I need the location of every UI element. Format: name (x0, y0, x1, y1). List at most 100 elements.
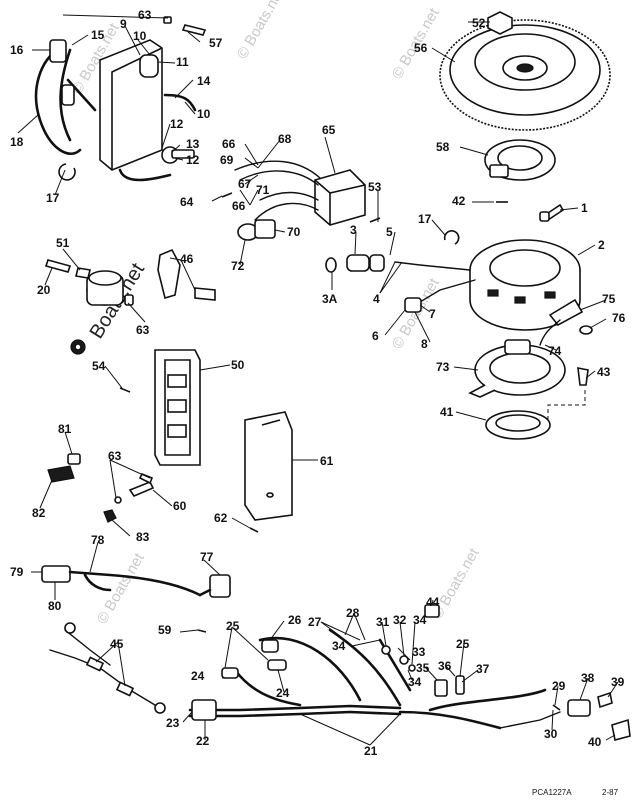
callout-83: 83 (136, 530, 150, 544)
callout-46: 46 (180, 252, 194, 266)
callout-29: 29 (552, 679, 566, 693)
callout-10: 10 (133, 29, 147, 43)
callout-7: 7 (429, 307, 436, 321)
callout-58: 58 (436, 140, 450, 154)
lead-wires (49, 622, 166, 714)
callout-43: 43 (597, 365, 611, 379)
callout-36: 36 (438, 659, 452, 673)
callout-33: 33 (412, 645, 426, 659)
callout-37: 37 (476, 662, 490, 676)
watermark: © Boats.net (234, 0, 288, 62)
callout-68: 68 (278, 132, 292, 146)
callout-34: 34 (413, 613, 427, 627)
callout-13: 13 (186, 137, 200, 151)
coil-cover (244, 411, 293, 521)
callout-63: 63 (136, 323, 150, 337)
callout-61: 61 (320, 454, 334, 468)
callout-20: 20 (37, 283, 51, 297)
callout-31: 31 (376, 615, 390, 629)
main-wiring-harness (188, 604, 631, 741)
callout-56: 56 (414, 41, 428, 55)
callout-11: 11 (176, 55, 189, 69)
callout-40: 40 (588, 735, 602, 749)
callout-53: 53 (368, 180, 382, 194)
rectifier-assembly (221, 160, 366, 241)
callout-44: 44 (426, 595, 440, 609)
callout-72: 72 (231, 259, 245, 273)
callout-42: 42 (452, 194, 466, 208)
screw-59 (197, 629, 207, 633)
callout-75: 75 (602, 292, 616, 306)
terminal-clip (47, 453, 81, 483)
callout-12: 12 (170, 117, 184, 131)
callout-66: 66 (222, 137, 236, 151)
callout-50: 50 (231, 358, 245, 372)
connector-group-3-5 (325, 254, 422, 313)
callout-26: 26 (288, 613, 302, 627)
callout-34: 34 (408, 675, 422, 689)
flywheel (439, 11, 611, 131)
callout-69: 69 (220, 153, 234, 167)
callout-70: 70 (287, 225, 301, 239)
callout-24: 24 (191, 669, 205, 683)
callout-2: 2 (598, 238, 605, 252)
callout-15: 15 (91, 28, 105, 42)
callout-51: 51 (56, 236, 70, 250)
callout-79: 79 (10, 565, 24, 579)
callout-1: 1 (581, 201, 588, 215)
callout-35: 35 (416, 661, 430, 675)
page-number: 2-87 (602, 788, 619, 797)
retaining-clip (443, 230, 460, 245)
callout-34: 34 (332, 639, 346, 653)
screw-54 (119, 387, 131, 393)
callout-labels: 63 9 10 11 14 10 12 13 12 57 15 16 18 17… (10, 8, 626, 758)
callout-23: 23 (166, 716, 180, 730)
callout-52: 52 (472, 16, 486, 30)
callout-59: 59 (158, 623, 172, 637)
key-switch-harness (41, 565, 231, 598)
callout-8: 8 (421, 337, 428, 351)
callout-82: 82 (32, 506, 46, 520)
callout-14: 14 (197, 74, 211, 88)
callout-12: 12 (186, 153, 200, 167)
callout-66: 66 (232, 199, 246, 213)
callout-41: 41 (440, 405, 454, 419)
callout-21: 21 (364, 744, 378, 758)
screw-62 (249, 527, 259, 533)
callout-17: 17 (418, 212, 432, 226)
callout-54: 54 (92, 359, 106, 373)
screws-1-42 (496, 201, 565, 222)
callout-81: 81 (58, 422, 72, 436)
callout-78: 78 (91, 533, 105, 547)
callout-60: 60 (173, 499, 187, 513)
callout-80: 80 (48, 599, 62, 613)
figure-code: PCA1227A (532, 788, 572, 797)
callout-38: 38 (581, 671, 595, 685)
callout-6: 6 (372, 329, 379, 343)
callout-71: 71 (256, 183, 270, 197)
timer-base (484, 139, 556, 181)
callout-63: 63 (108, 449, 122, 463)
callout-45: 45 (110, 637, 124, 651)
callout-25: 25 (456, 637, 470, 651)
callout-25: 25 (226, 619, 240, 633)
callout-65: 65 (322, 123, 336, 137)
callout-3a: 3A (322, 292, 338, 306)
callout-57: 57 (209, 36, 223, 50)
callout-4: 4 (373, 292, 380, 306)
callout-73: 73 (436, 360, 450, 374)
timer-trigger-assembly (468, 298, 593, 440)
callout-18: 18 (10, 135, 24, 149)
callout-76: 76 (612, 311, 626, 325)
spark-plug-group (103, 472, 155, 523)
callout-39: 39 (611, 675, 625, 689)
callout-5: 5 (386, 225, 393, 239)
callout-64: 64 (180, 195, 194, 209)
callout-24: 24 (276, 686, 290, 700)
callout-10: 10 (197, 107, 211, 121)
callout-9: 9 (120, 17, 127, 31)
callout-77: 77 (200, 550, 214, 564)
callout-30: 30 (544, 727, 558, 741)
ignition-coil-small (44, 248, 216, 355)
